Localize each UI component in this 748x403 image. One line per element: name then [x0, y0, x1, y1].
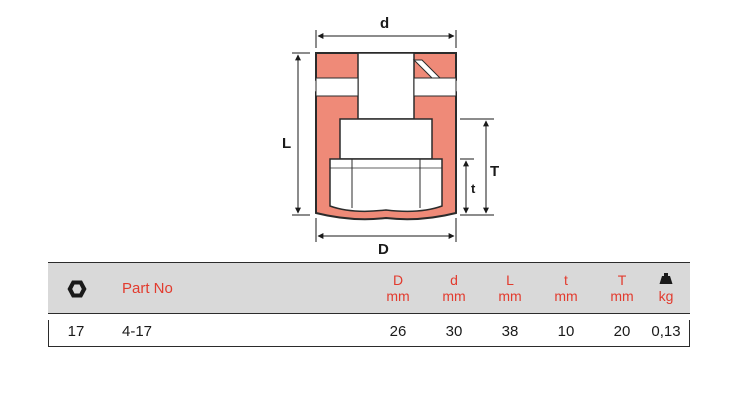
socket-dimension-drawing: d D L T t: [282, 15, 499, 258]
cell-d: 30: [445, 323, 463, 340]
socket-body: [315, 52, 457, 221]
dimension-t: t: [460, 158, 476, 214]
cell-t: 10: [557, 323, 575, 340]
label-t: t: [471, 181, 476, 196]
hexagon-icon: [66, 279, 88, 304]
dimension-T: T: [460, 118, 499, 216]
table-row: 17 4-17 26 30 38 10 20 0,13: [48, 314, 690, 347]
dimension-d: d: [315, 15, 457, 48]
cell-T: 20: [613, 323, 631, 340]
cell-D: 26: [389, 323, 407, 340]
dimension-L: L: [282, 52, 310, 216]
header-part-no: Part No: [122, 280, 173, 297]
label-d: d: [380, 15, 389, 32]
cell-kg: 0,13: [651, 323, 681, 340]
label-D: D: [378, 241, 389, 258]
cell-size: 17: [67, 323, 85, 340]
weight-icon: [644, 272, 688, 288]
label-T: T: [490, 163, 499, 180]
cell-part-no: 4-17: [122, 323, 153, 340]
dimension-D: D: [315, 218, 457, 258]
cell-L: 38: [501, 323, 519, 340]
header-kg: kg: [644, 272, 688, 304]
label-L: L: [282, 135, 291, 152]
